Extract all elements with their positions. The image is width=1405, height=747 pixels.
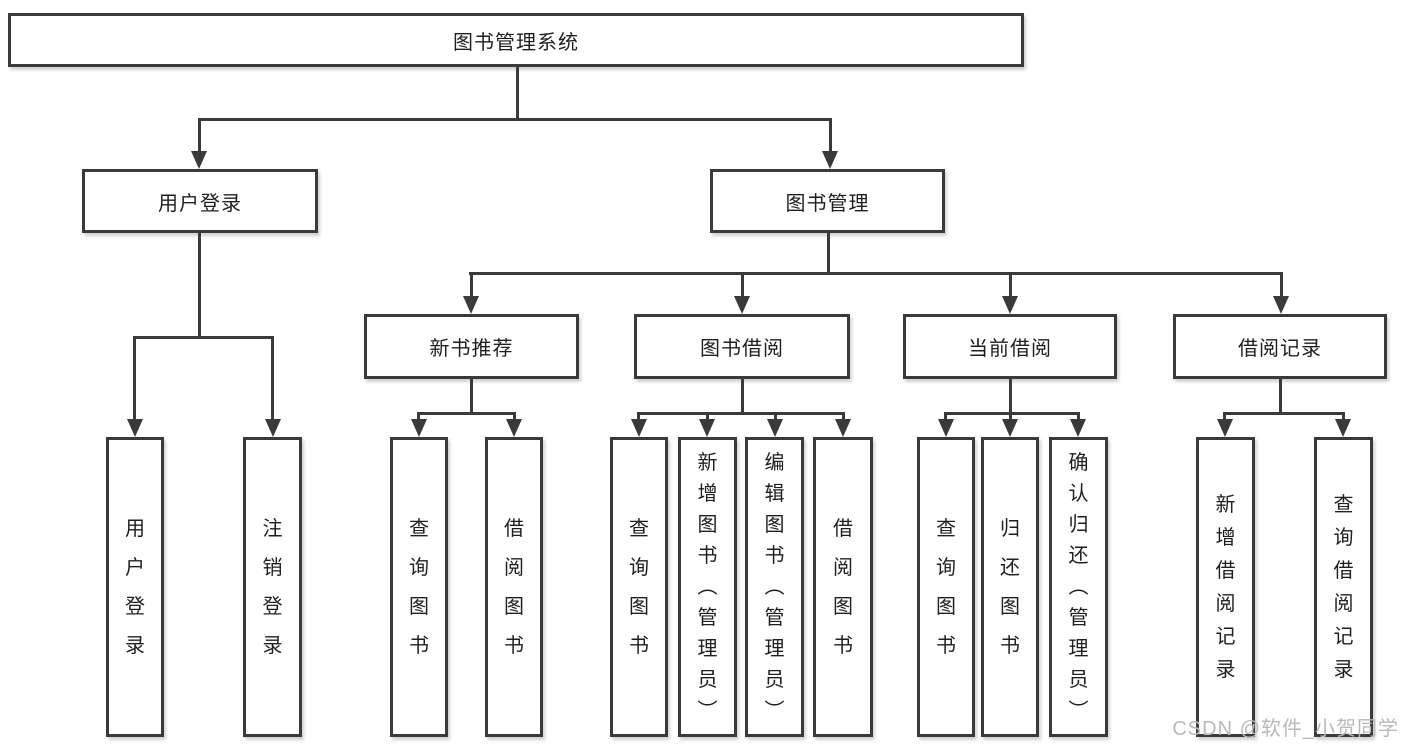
node-book-borrowing: 图书借阅	[634, 314, 850, 379]
connector-line	[417, 412, 516, 415]
arrow-down-icon	[1002, 419, 1018, 437]
connector-line	[1279, 379, 1282, 412]
connector-line	[944, 412, 1080, 415]
connector-line	[1009, 379, 1012, 412]
connector-line	[470, 272, 473, 300]
arrow-down-icon	[734, 296, 750, 314]
node-book-management: 图书管理	[710, 169, 945, 233]
connector-line	[198, 233, 201, 337]
connector-line	[829, 118, 832, 154]
leaf-query-borrow-record: 查询借阅记录	[1314, 437, 1373, 737]
arrow-down-icon	[699, 419, 715, 437]
node-label: 当前借阅	[968, 338, 1052, 360]
arrow-down-icon	[1002, 296, 1018, 314]
node-label: 用户登录	[125, 517, 145, 657]
arrow-down-icon	[822, 151, 838, 169]
arrow-down-icon	[463, 296, 479, 314]
node-label: 查询图书	[936, 517, 956, 657]
arrow-down-icon	[938, 419, 954, 437]
node-label: 注销登录	[262, 517, 283, 657]
leaf-logout: 注销登录	[243, 437, 302, 737]
connector-line	[706, 412, 709, 422]
connector-line	[741, 272, 744, 300]
node-label: 用户登录	[158, 192, 242, 215]
connector-line	[198, 118, 201, 154]
node-label: 查询图书	[409, 517, 429, 657]
arrow-down-icon	[265, 419, 281, 437]
connector-line	[1223, 412, 1345, 415]
connector-line	[513, 412, 516, 422]
connector-line	[1009, 272, 1012, 300]
node-user-login: 用户登录	[82, 169, 318, 233]
node-label: 借阅图书	[504, 517, 524, 657]
connector-line	[1342, 412, 1345, 422]
arrow-down-icon	[835, 419, 851, 437]
node-label: 新书推荐	[429, 338, 514, 360]
arrow-down-icon	[631, 419, 647, 437]
leaf-query-books-recommend: 查询图书	[390, 437, 448, 737]
node-label: 归还图书	[1000, 517, 1020, 657]
leaf-user-login: 用户登录	[106, 437, 164, 737]
connector-line	[827, 233, 830, 272]
connector-line	[741, 379, 744, 412]
connector-line	[271, 336, 274, 421]
leaf-add-book-admin: 新增图书︵管理员︶	[678, 437, 737, 737]
arrow-down-icon	[191, 151, 207, 169]
leaf-borrow-books-recommend: 借阅图书	[485, 437, 543, 737]
node-label: 查询借阅记录	[1333, 493, 1354, 681]
node-label: 图书管理	[785, 192, 870, 215]
connector-line	[944, 412, 947, 422]
node-current-borrowing: 当前借阅	[903, 314, 1117, 379]
arrow-down-icon	[1273, 296, 1289, 314]
node-library-system: 图书管理系统	[8, 13, 1024, 67]
node-label: 编辑图书︵管理员︶	[764, 452, 785, 722]
leaf-return-books: 归还图书	[981, 437, 1039, 737]
connector-line	[1223, 412, 1226, 422]
arrow-down-icon	[411, 419, 427, 437]
connector-line	[1077, 412, 1080, 422]
connector-line	[516, 67, 519, 118]
connector-line	[198, 118, 832, 121]
leaf-borrow-books-borrowing: 借阅图书	[813, 437, 873, 737]
arrow-down-icon	[767, 419, 783, 437]
connector-line	[133, 336, 136, 421]
node-label: 图书借阅	[700, 338, 784, 360]
connector-line	[1280, 272, 1283, 300]
connector-line	[469, 272, 1283, 275]
node-label: 新增图书︵管理员︶	[697, 452, 718, 722]
node-label: 图书管理系统	[453, 31, 579, 54]
connector-line	[470, 379, 473, 412]
node-label: 确认归还︵管理员︶	[1068, 452, 1089, 722]
arrow-down-icon	[506, 419, 522, 437]
node-label: 查询图书	[629, 517, 649, 657]
leaf-add-borrow-record: 新增借阅记录	[1196, 437, 1255, 737]
connector-line	[1009, 412, 1012, 422]
connector-line	[774, 412, 777, 422]
node-new-book-recommend: 新书推荐	[364, 314, 579, 379]
connector-line	[417, 412, 420, 422]
node-borrowing-records: 借阅记录	[1173, 314, 1387, 379]
connector-line	[133, 336, 274, 339]
arrow-down-icon	[1070, 419, 1086, 437]
watermark-csdn: CSDN @软件_小贺同学	[1172, 718, 1399, 740]
node-label: 新增借阅记录	[1215, 493, 1236, 681]
node-label: 借阅记录	[1238, 338, 1322, 360]
arrow-down-icon	[1335, 419, 1351, 437]
connector-line	[842, 412, 845, 422]
node-label: 借阅图书	[833, 517, 853, 657]
leaf-query-books-current: 查询图书	[917, 437, 975, 737]
leaf-query-books-borrowing: 查询图书	[610, 437, 668, 737]
connector-line	[637, 412, 845, 415]
arrow-down-icon	[127, 419, 143, 437]
arrow-down-icon	[1217, 419, 1233, 437]
leaf-confirm-return-admin: 确认归还︵管理员︶	[1049, 437, 1108, 737]
leaf-edit-book-admin: 编辑图书︵管理员︶	[745, 437, 804, 737]
connector-line	[637, 412, 640, 422]
